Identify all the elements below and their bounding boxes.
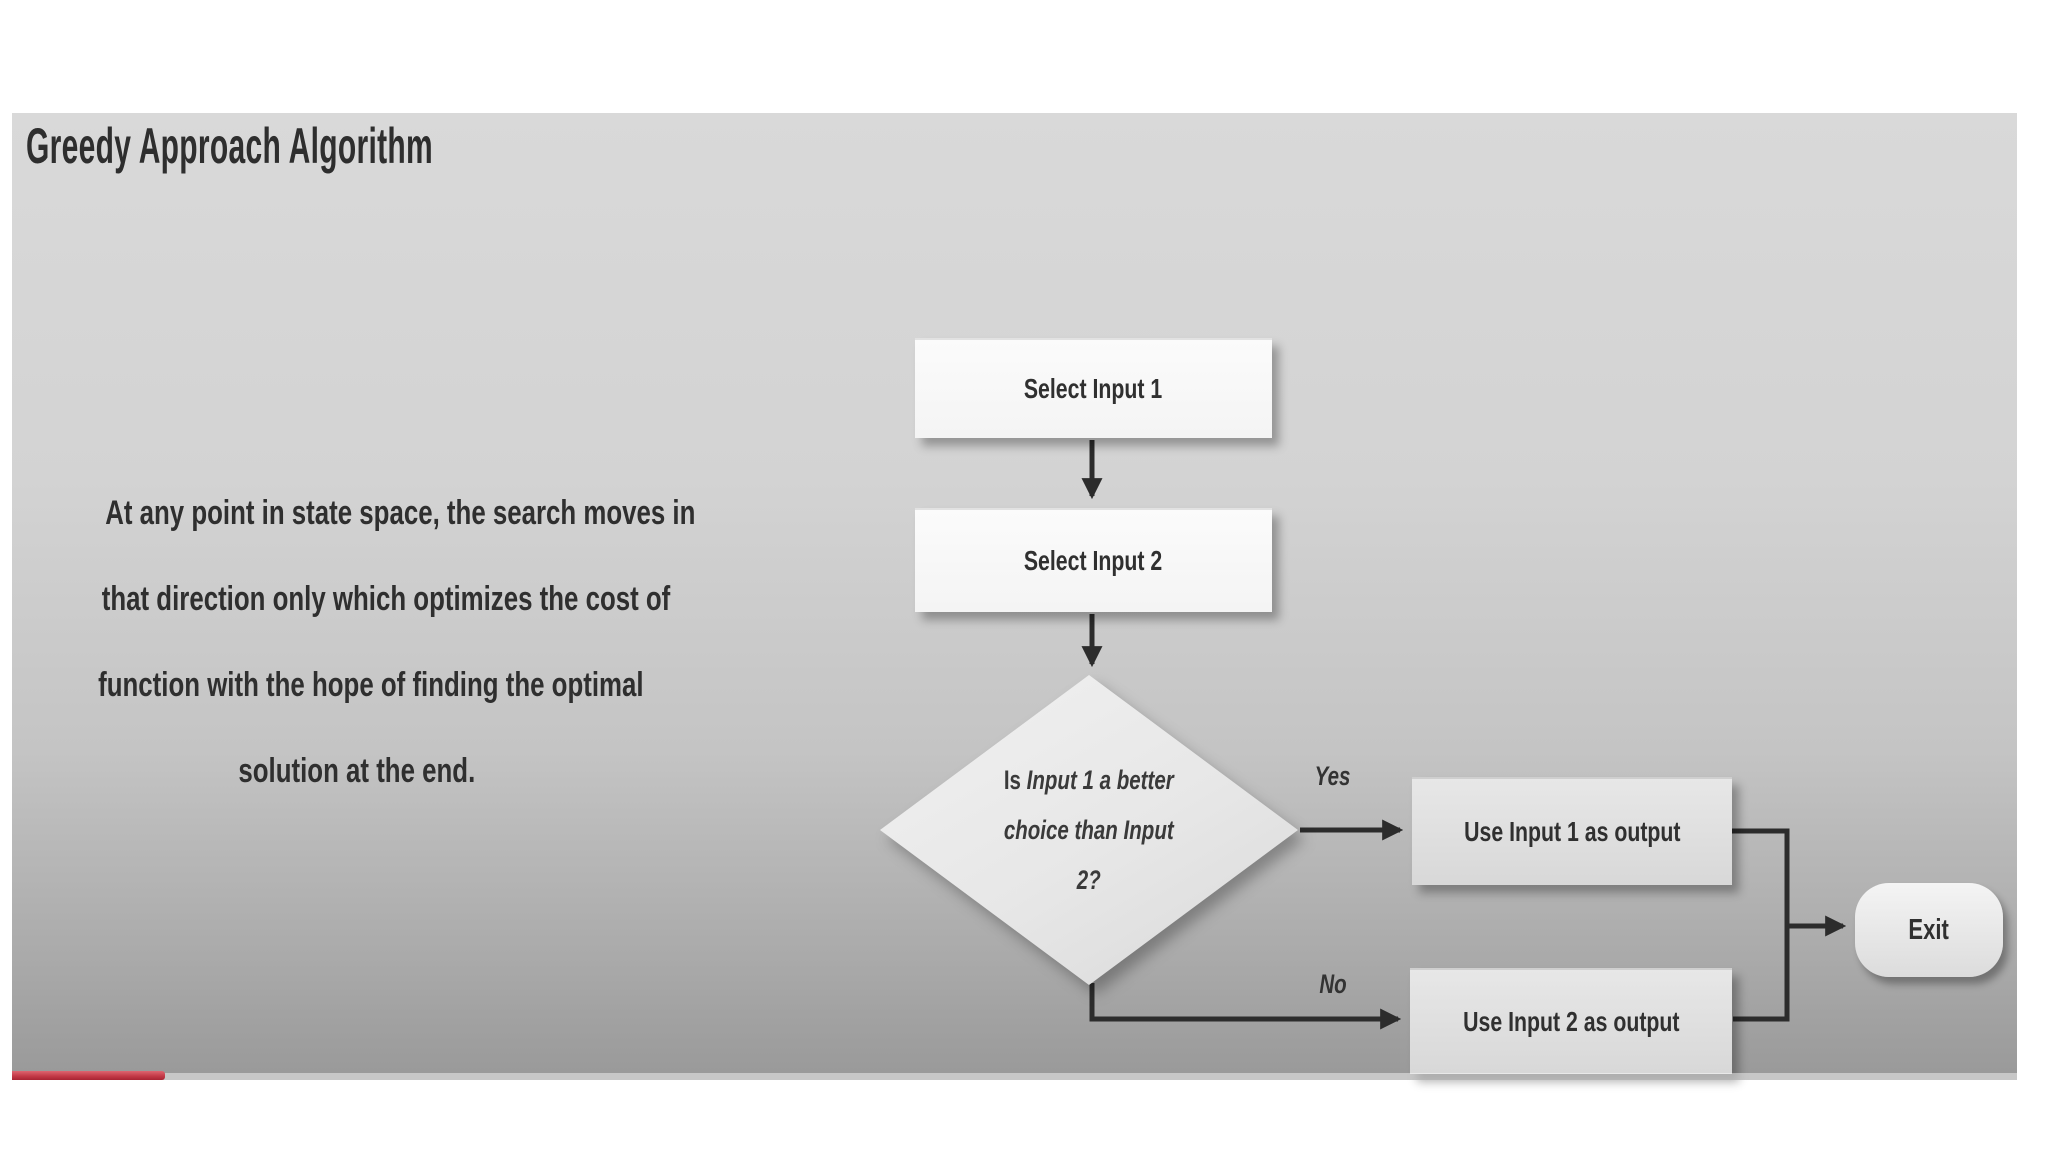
video-progress-bar[interactable] xyxy=(12,1071,165,1080)
connector-outputs-join xyxy=(1732,828,1790,1022)
decision-question: Is Input 1 a better choice than Input 2? xyxy=(1004,765,1174,895)
flow-node-exit: Exit xyxy=(1855,883,2003,977)
flow-node-use-input-2: Use Input 2 as output xyxy=(1410,968,1732,1074)
flow-node-use-input-1: Use Input 1 as output xyxy=(1412,777,1732,885)
arrow-no-to-use2 xyxy=(1089,983,1402,1030)
slide-title-text: Greedy Approach Algorithm xyxy=(26,118,433,174)
flow-connectors xyxy=(1081,440,1847,1030)
description-line: that direction only which optimizes the … xyxy=(101,580,671,618)
flow-node-decision: Is Input 1 a better choice than Input 2? xyxy=(880,675,1298,985)
edge-label-no: No xyxy=(1319,969,1347,999)
flow-node-label: Select Input 1 xyxy=(1024,373,1163,404)
slide-title: Greedy Approach Algorithm xyxy=(26,117,704,175)
flow-node-label: Select Input 2 xyxy=(1024,545,1163,576)
description-line: solution at the end. xyxy=(238,752,476,790)
description-line: function with the hope of finding the op… xyxy=(98,666,644,704)
description-line: At any point in state space, the search … xyxy=(105,494,696,532)
flow-node-select-input-1: Select Input 1 xyxy=(915,338,1272,438)
flow-node-label: Use Input 1 as output xyxy=(1463,816,1681,847)
slide-canvas: Greedy Approach Algorithm At any point i… xyxy=(12,113,2017,1080)
edge-label-yes: Yes xyxy=(1315,761,1351,791)
flow-node-label: Exit xyxy=(1908,913,1950,946)
flow-node-select-input-2: Select Input 2 xyxy=(915,508,1272,612)
video-progress-track[interactable] xyxy=(12,1073,2017,1080)
flow-node-label: Use Input 2 as output xyxy=(1462,1006,1680,1037)
description-text: At any point in state space, the search … xyxy=(12,470,702,814)
